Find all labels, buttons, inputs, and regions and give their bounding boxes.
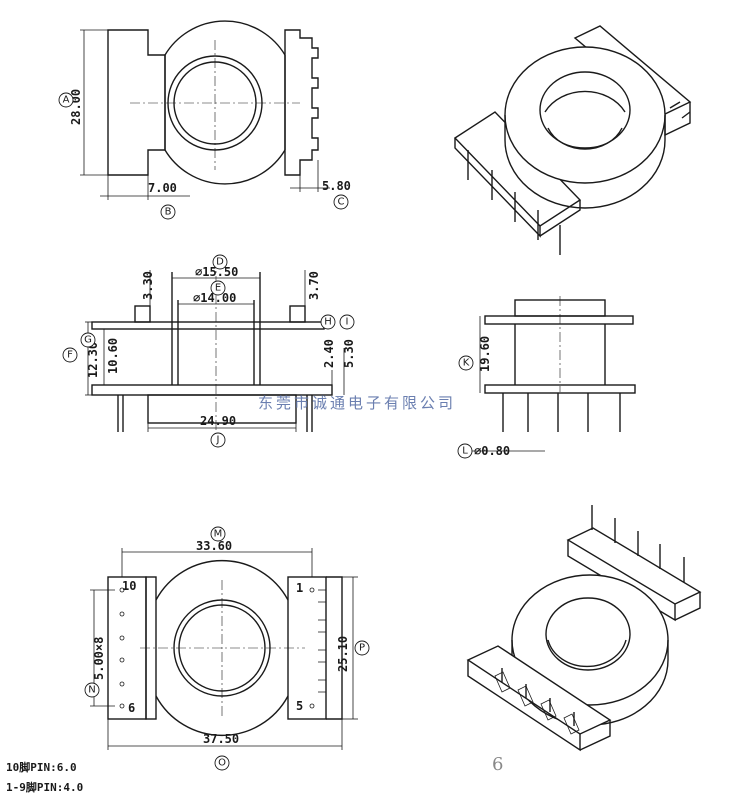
dim-k-value: 19.60 — [478, 336, 492, 372]
pin-1-label: 1 — [296, 581, 303, 595]
dim-k-bubble — [458, 355, 474, 371]
dim-i-bubble — [339, 314, 355, 330]
pin-note-line1: 10脚PIN:6.0 — [6, 760, 77, 774]
dim-d-bubble — [212, 254, 228, 270]
dim-l-label: L — [462, 446, 468, 457]
dim-c-value: 5.80 — [322, 179, 351, 193]
side-view: 19.60 K L ⌀0.80 — [457, 296, 636, 459]
dim-f-bubble — [62, 347, 78, 363]
dim-b-bubble — [160, 204, 176, 220]
dim-m-label: M — [214, 529, 223, 540]
dim-a-value: 28.00 — [69, 89, 83, 125]
dim-o-value: 37.50 — [203, 732, 239, 746]
dim-b-label: B — [165, 207, 172, 218]
dim-j-label: J — [216, 435, 220, 446]
dim-n-label: N — [88, 685, 95, 696]
dim-m-bubble — [210, 526, 226, 542]
dim-a-label: A — [63, 95, 70, 106]
dim-p-bubble — [354, 640, 370, 656]
dim-m-value: 33.60 — [196, 539, 232, 553]
dim-c-label: C — [338, 197, 345, 208]
dim-e-bubble — [210, 280, 226, 296]
pin-6-label: 6 — [128, 701, 135, 715]
dim-p-value: 25.10 — [336, 636, 350, 672]
dim-l-bubble — [457, 443, 473, 459]
pin-10-label: 10 — [122, 579, 136, 593]
dim-top-right-value: 3.70 — [307, 271, 321, 300]
dim-g-value: 10.60 — [106, 338, 120, 374]
isometric-view-bottom — [466, 505, 702, 752]
dim-k-label: K — [463, 358, 470, 369]
dim-c-bubble — [333, 194, 349, 210]
dim-n-value: 5.00×8 — [92, 637, 106, 680]
dim-d-value: ⌀15.50 — [195, 265, 238, 279]
pin-note-line2: 1-9脚PIN:4.0 — [6, 780, 83, 794]
dim-l-value: ⌀0.80 — [474, 444, 510, 458]
dim-o-bubble — [214, 755, 230, 771]
dim-p-label: P — [359, 643, 365, 654]
isometric-view-top — [453, 25, 692, 255]
front-view: ⌀15.50 D ⌀14.00 E 3.30 3.70 12.30 F 10.6… — [62, 254, 356, 448]
dim-i-label: I — [346, 317, 349, 328]
dim-g-label: G — [84, 335, 92, 346]
dim-h-bubble — [320, 314, 336, 330]
pin-5-label: 5 — [296, 699, 303, 713]
dim-top-left-value: 3.30 — [141, 271, 155, 300]
dim-h-value: 2.40 — [322, 339, 336, 368]
dim-o-label: O — [218, 758, 226, 769]
dim-d-label: D — [216, 257, 224, 268]
page-number: 6 — [492, 754, 503, 775]
dim-n-bubble — [84, 682, 100, 698]
dim-i-value: 5.30 — [342, 339, 356, 368]
dim-j-bubble — [210, 432, 226, 448]
dim-g-bubble — [80, 332, 96, 348]
dim-f-value: 12.30 — [86, 342, 100, 378]
top-view: 28.00 A 7.00 B 5.80 C — [58, 20, 351, 220]
dim-a-bubble — [58, 92, 74, 108]
company-watermark: 东莞市诚通电子有限公司 — [258, 394, 456, 412]
dim-f-label: F — [67, 350, 73, 361]
dim-j-value: 24.90 — [200, 414, 236, 428]
bottom-view: 10 6 1 5 33.60 M 5.00×8 N 37.50 O 25.10 … — [84, 526, 370, 771]
dim-b-value: 7.00 — [148, 181, 177, 195]
dim-h-label: H — [324, 317, 332, 328]
dim-e-value: ⌀14.00 — [193, 291, 236, 305]
dim-e-label: E — [215, 283, 221, 294]
